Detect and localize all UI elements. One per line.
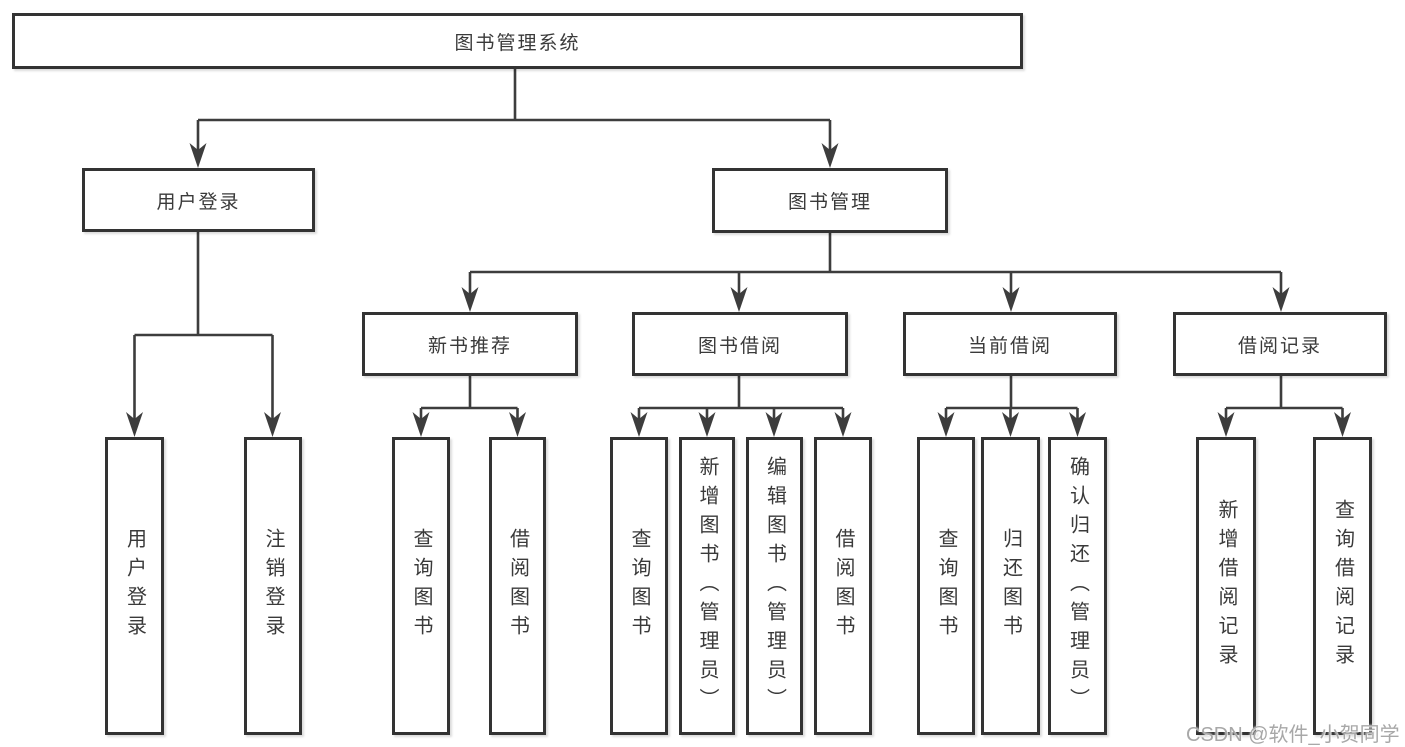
node-label: 新增借阅记录: [1215, 499, 1237, 673]
watermark: CSDN @软件_小贺同学: [1186, 724, 1400, 746]
node-book-management: 图书管理: [712, 168, 948, 233]
leaf-edit-books-admin: 编辑图书（管理员）: [746, 437, 803, 735]
leaf-borrow-books-recommend: 借阅图书: [489, 437, 546, 735]
node-label: 借阅图书: [506, 528, 529, 644]
node-label: 图书管理: [787, 192, 872, 213]
leaf-borrow-books: 借阅图书: [814, 437, 872, 735]
leaf-add-books-admin: 新增图书（管理员）: [679, 437, 735, 735]
node-label: 图书管理系统: [454, 32, 581, 54]
node-user-login: 用户登录: [82, 168, 315, 232]
node-label: 用户登录: [123, 528, 146, 644]
node-label: 借阅图书: [832, 528, 854, 644]
node-borrowing-records: 借阅记录: [1173, 312, 1387, 376]
node-label: 归还图书: [999, 528, 1022, 644]
node-label: 查询图书: [410, 528, 432, 644]
node-label: 新增图书（管理员）: [696, 455, 718, 717]
node-label: 查询借阅记录: [1331, 499, 1354, 673]
node-current-borrowing: 当前借阅: [903, 312, 1117, 376]
leaf-logout: 注销登录: [244, 437, 302, 735]
leaf-confirm-return-admin: 确认归还（管理员）: [1048, 437, 1107, 735]
node-library-management-system: 图书管理系统: [12, 13, 1023, 69]
node-label: 借阅记录: [1237, 335, 1322, 357]
node-label: 注销登录: [262, 528, 284, 644]
node-label: 用户登录: [156, 191, 241, 213]
leaf-add-borrow-record: 新增借阅记录: [1196, 437, 1256, 735]
leaf-query-books-recommend: 查询图书: [392, 437, 450, 735]
node-label: 查询图书: [935, 528, 957, 644]
leaf-query-borrow-record: 查询借阅记录: [1313, 437, 1372, 735]
node-label: 确认归还（管理员）: [1066, 455, 1089, 717]
node-book-borrowing: 图书借阅: [632, 312, 848, 376]
leaf-user-login: 用户登录: [105, 437, 164, 735]
node-label: 新书推荐: [427, 335, 512, 357]
node-label: 编辑图书（管理员）: [763, 455, 786, 717]
node-label: 当前借阅: [967, 335, 1052, 357]
leaf-query-books-current: 查询图书: [917, 437, 975, 735]
node-new-book-recommend: 新书推荐: [362, 312, 578, 376]
leaf-query-books-borrowing: 查询图书: [610, 437, 668, 735]
node-label: 图书借阅: [697, 335, 782, 357]
node-label: 查询图书: [628, 528, 650, 644]
leaf-return-books: 归还图书: [981, 437, 1040, 735]
